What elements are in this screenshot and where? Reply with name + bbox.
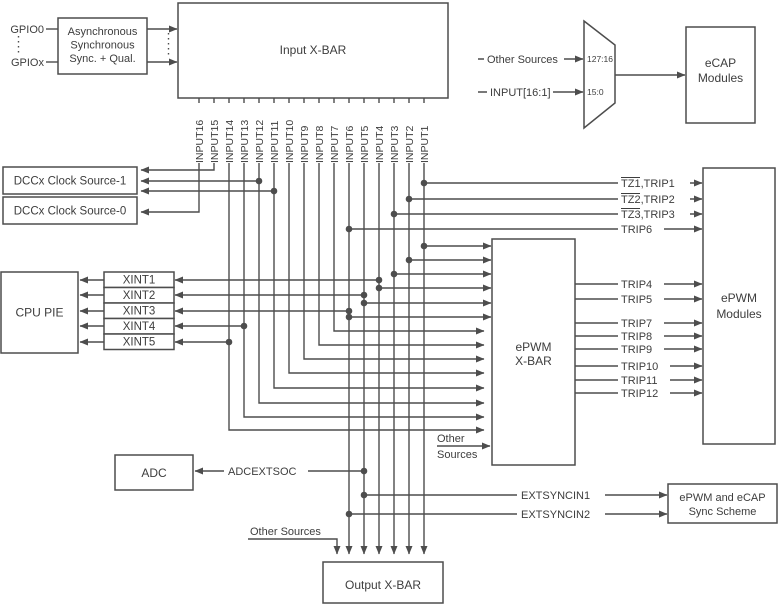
dcc-clock-source1-box [2, 166, 138, 195]
xint4-label: XINT4 [123, 321, 156, 333]
other-sources-epwm-label-line1: Other [437, 433, 465, 445]
connector-lines [17, 25, 703, 555]
xint1-label: XINT1 [123, 275, 156, 287]
dcc-source0-label: DCCx Clock Source-0 [14, 206, 126, 218]
input11-label: INPUT11 [269, 120, 281, 163]
line-othersources-to-outputxbar [248, 538, 341, 555]
input-xbar-box [177, 2, 449, 99]
input12-label: INPUT12 [254, 120, 266, 163]
line-input13-to-epwmxbar [243, 98, 485, 421]
extsyncin2-label: EXTSYNCIN2 [521, 509, 590, 521]
trip12-label: TRIP12 [621, 388, 658, 400]
trip11-label: TRIP11 [621, 375, 657, 387]
input13-label: INPUT13 [239, 120, 251, 163]
junction-dots [225, 177, 428, 518]
input2-label: INPUT2 [404, 126, 416, 164]
tz1-trip1-label: TZ1,TRIP1 [621, 178, 675, 190]
trip4-label: TRIP4 [621, 279, 652, 291]
input14-label: INPUT14 [224, 120, 236, 163]
sync-box-line1: ePWM and eCAP [679, 492, 765, 504]
adc-title: ADC [141, 466, 167, 480]
input1-label: INPUT1 [419, 126, 431, 164]
line-input8-to-epwmxbar [318, 98, 485, 349]
sync-scheme-box [667, 483, 778, 524]
adc-box [114, 454, 194, 491]
cpu-pie-title: CPU PIE [15, 306, 63, 320]
xint5-box [103, 333, 175, 351]
input16-label: INPUT16 [194, 120, 206, 163]
xint5-label: XINT5 [123, 337, 156, 349]
async-box-line3: Sync. + Qual. [69, 53, 135, 65]
line-input16-to-dcc0 [140, 98, 200, 216]
gpio0-label: GPIO0 [10, 24, 44, 36]
xint2-label: XINT2 [123, 290, 156, 302]
async-box-line2: Synchronous [70, 40, 135, 52]
ecap-title-line1: eCAP [705, 56, 736, 70]
epwm-xbar-box [491, 238, 576, 466]
line-input7-to-epwmxbar [333, 98, 485, 335]
input8-label: INPUT8 [314, 126, 326, 164]
tz3-trip3-label: TZ3,TRIP3 [621, 209, 675, 221]
input9-label: INPUT9 [299, 126, 311, 164]
dcc-source1-label: DCCx Clock Source-1 [14, 176, 126, 188]
ecap-modules-box [685, 26, 756, 124]
line-input14-to-epwmxbar [228, 98, 485, 434]
input5-label: INPUT5 [359, 126, 371, 164]
adcextsoc-label: ADCEXTSOC [228, 466, 297, 478]
mux-input-bus-label: INPUT[16:1] [490, 87, 551, 99]
trip8-label: TRIP8 [621, 331, 652, 343]
input-pin-labels: INPUT16 INPUT15 INPUT14 INPUT13 INPUT12 … [194, 120, 431, 163]
ecap-title-line2: Modules [698, 71, 743, 85]
other-sources-output-label: Other Sources [250, 526, 321, 538]
input4-label: INPUT4 [374, 126, 386, 164]
epwm-xbar-title-line2: X-BAR [515, 354, 552, 368]
ecap-input-mux [583, 19, 616, 130]
other-sources-epwm-label-line2: Sources [437, 449, 478, 461]
mux-upper-range-label: 127:16 [587, 54, 613, 64]
input7-label: INPUT7 [329, 126, 341, 164]
async-sync-qual-box [57, 17, 148, 75]
trip6-label: TRIP6 [621, 224, 652, 236]
input6-label: INPUT6 [344, 126, 356, 164]
input-xbar-title: Input X-BAR [280, 43, 347, 57]
epwm-modules-title-line2: Modules [716, 307, 761, 321]
trip9-label: TRIP9 [621, 344, 652, 356]
dcc-clock-source0-box [2, 196, 138, 225]
input3-label: INPUT3 [389, 126, 401, 164]
line-input11-to-epwmxbar [273, 98, 485, 392]
async-box-line1: Asynchronous [68, 26, 138, 38]
cpu-pie-box [0, 271, 79, 354]
sync-box-line2: Sync Scheme [689, 506, 757, 518]
gpiox-label: GPIOx [11, 57, 45, 69]
trip10-label: TRIP10 [621, 361, 658, 373]
output-xbar-box [322, 561, 444, 604]
mux-lower-range-label: 15:0 [587, 87, 604, 97]
epwm-modules-title-line1: ePWM [721, 291, 757, 305]
input15-label: INPUT15 [209, 120, 221, 163]
extsyncin1-label: EXTSYNCIN1 [521, 490, 590, 502]
output-xbar-title: Output X-BAR [345, 578, 421, 592]
xint3-label: XINT3 [123, 306, 156, 318]
trip7-label: TRIP7 [621, 318, 652, 330]
epwm-xbar-title-line1: ePWM [516, 340, 552, 354]
trip5-label: TRIP5 [621, 294, 652, 306]
epwm-modules-box [702, 167, 776, 445]
label-backgrounds [193, 51, 690, 522]
line-input10-to-epwmxbar [288, 98, 485, 377]
input10-label: INPUT10 [284, 120, 296, 163]
mux-other-sources-label: Other Sources [487, 54, 558, 66]
tz2-trip2-label: TZ2,TRIP2 [621, 194, 675, 206]
